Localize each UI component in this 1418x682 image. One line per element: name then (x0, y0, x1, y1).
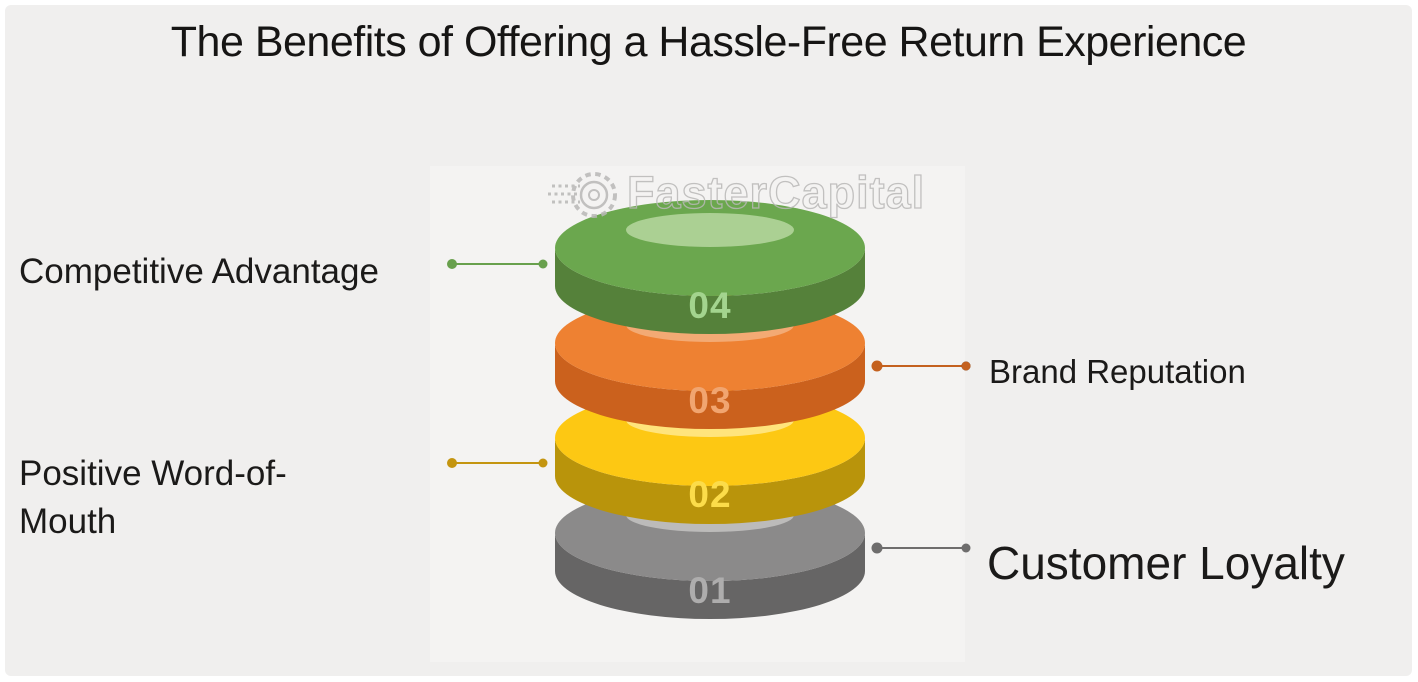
disc-04-number: 04 (688, 285, 731, 326)
infographic-canvas: The Benefits of Offering a Hassle-Free R… (5, 5, 1412, 676)
page-title: The Benefits of Offering a Hassle-Free R… (170, 18, 1247, 66)
label-brand-reputation: Brand Reputation (989, 353, 1246, 390)
fastercapital-watermark: FasterCapital (548, 166, 925, 219)
stack-diagram: 01 02 03 04 (430, 166, 971, 662)
watermark-text: FasterCapital (627, 167, 925, 218)
connector-positive-word-of-mouth (447, 458, 548, 468)
disc-01-number: 01 (688, 570, 731, 611)
disc-02-front (555, 438, 865, 524)
disc-02-number: 02 (688, 474, 731, 515)
disc-03-number: 03 (688, 380, 731, 421)
label-customer-loyalty: Customer Loyalty (987, 537, 1345, 589)
connector-competitive-advantage (447, 259, 548, 269)
connector-dot (447, 458, 457, 468)
disc-01-front (555, 533, 865, 619)
connector-dot (961, 543, 971, 553)
connector-dot (961, 361, 971, 371)
connector-customer-loyalty (871, 542, 971, 554)
label-competitive-advantage: Competitive Advantage (19, 252, 379, 291)
connector-dot (447, 259, 457, 269)
connector-brand-reputation (871, 360, 971, 372)
connector-dot (871, 360, 883, 372)
connector-dot (538, 458, 548, 468)
connector-dot (538, 259, 548, 269)
disc-04-front (555, 248, 865, 334)
disc-03-front (555, 343, 865, 429)
gear-icon (548, 172, 617, 218)
disc-04-inner (626, 213, 794, 247)
disc-04 (555, 200, 865, 334)
label-positive-word-of-mouth: Positive Word-of-Mouth (19, 454, 287, 541)
connector-dot (871, 542, 883, 554)
